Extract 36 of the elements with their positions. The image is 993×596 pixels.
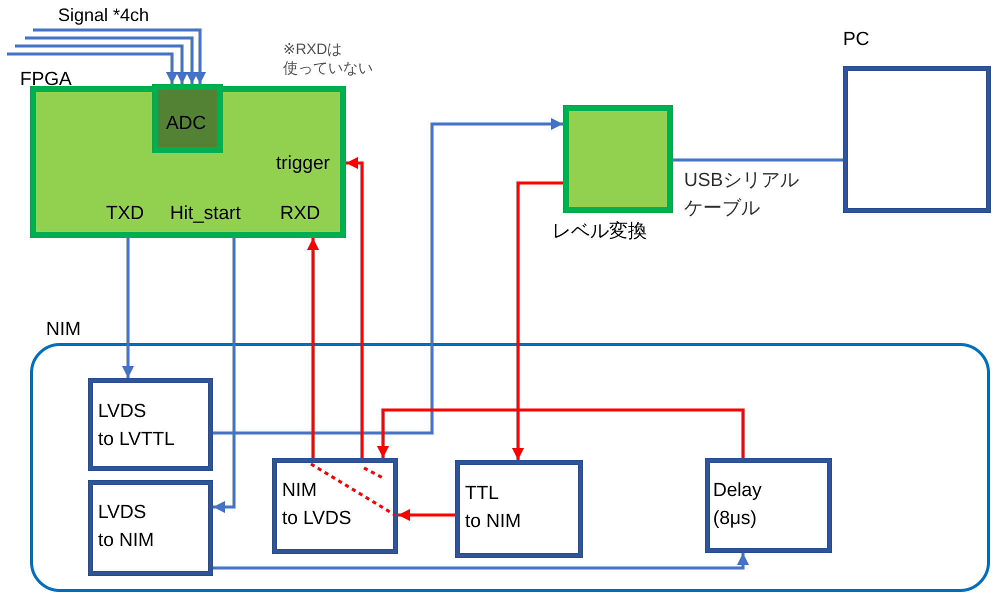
signal-arrow [307, 238, 319, 458]
signal-arrow [33, 28, 206, 84]
signal-arrow [122, 238, 134, 378]
module-label: Delay (8μs) [713, 479, 762, 531]
port-label: RXD [280, 202, 320, 226]
block-title: レベル変換 [552, 220, 647, 244]
module-label: LVDS to NIM [98, 501, 154, 553]
block-label: ADC [166, 112, 206, 136]
adc-block [152, 84, 223, 153]
cable-line [673, 158, 843, 162]
block-title: PC [843, 28, 870, 52]
port-label: trigger [276, 152, 330, 176]
signal-arrow [213, 238, 236, 513]
module-box [272, 458, 398, 554]
signal-arrow [398, 509, 455, 521]
module-label: TTL to NIM [465, 482, 521, 534]
signal-arrow [7, 52, 178, 84]
signal-arrow [377, 408, 744, 458]
block-title: FPGA [20, 68, 72, 92]
module-label: LVDS to LVTTL [98, 400, 175, 452]
port-label: Hit_start [170, 202, 241, 226]
module-label: NIM to LVDS [282, 479, 352, 531]
signal-arrow [213, 553, 749, 570]
note-label: ※RXDは使っていない [283, 40, 373, 78]
port-label: TXD [106, 202, 144, 226]
signal-arrow [512, 182, 563, 460]
signal-label: Signal *4ch [58, 4, 150, 26]
module-box [88, 480, 213, 576]
block-title: NIM [46, 318, 81, 342]
module-box [88, 378, 213, 471]
module-box [705, 458, 832, 553]
signal-arrow [346, 157, 364, 458]
signal-arrow [213, 118, 563, 434]
signal-arrow [25, 36, 198, 84]
module-box [455, 460, 583, 558]
signal-arrow [15, 44, 188, 84]
